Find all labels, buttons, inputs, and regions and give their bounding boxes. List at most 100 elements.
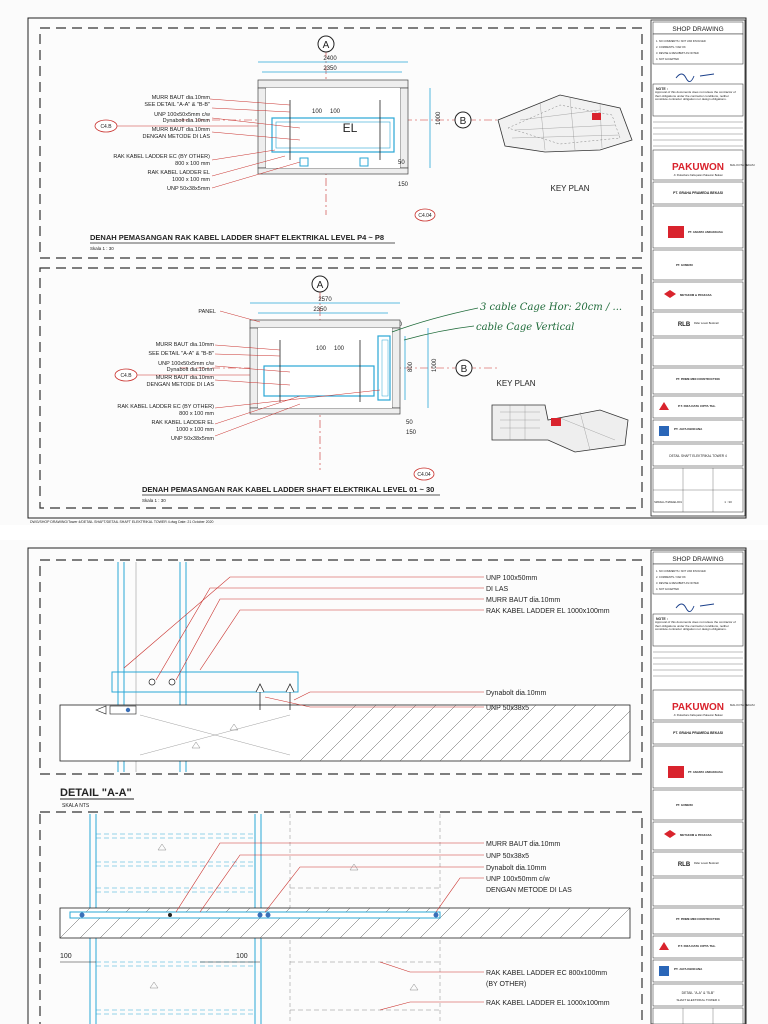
detail-b-frame (39, 811, 643, 1024)
title-block-2: SHOP DRAWING 1. NO COMMENTS / NOT VAR IN… (650, 549, 755, 1024)
qs-sub-2: Rider Levett Bucknall (694, 861, 719, 865)
contractor-2-s2: P.T. RIZA DATA CIPTA Tbk. (678, 944, 716, 948)
upper-plan-title: DENAH PEMASANGAN RAK KABEL LADDER SHAFT … (90, 233, 384, 242)
project-company: Jl. Pekanbaru Kabupaten Pakuwon Bekasi (673, 173, 722, 177)
lower-plan-callouts: MURR BAUT dia.10mm SEE DETAIL "A-A" & "B… (117, 342, 214, 442)
review-3-s2: 3. REVISE & RESUBMIT AS NOTED (656, 581, 699, 585)
callout-l4: MURR BAUT dia.10mm (156, 375, 215, 381)
review-4-s2: 4. NOT ACCEPTED (656, 587, 679, 591)
architect-logo-2 (668, 766, 684, 778)
approval-signature (675, 73, 715, 82)
dim-50: 50 (398, 160, 405, 166)
qs-logo: RLB (678, 322, 691, 328)
drawing-sheet-1: A B 2400 2350 EL 100 100 1000 50 150 (27, 17, 755, 524)
dim-100-a: 100 (312, 109, 323, 115)
callout-b6: (BY OTHER) (486, 981, 526, 988)
callout-a5: UNP 50x38x5 (486, 705, 529, 712)
title-block-1: SHOP DRAWING 1. NO COMMENTS / NOT VAR IN… (650, 19, 755, 517)
subcon-1: PT. JAYA KENCANA (674, 427, 703, 431)
review-3: 3. REVISE & RESUBMIT AS NOTED (656, 51, 699, 55)
sheet-1-canvas: A B 2400 2350 EL 100 100 1000 50 150 (27, 17, 755, 524)
note-title: NOTE : (656, 87, 668, 91)
footer-file-path: DWG/SHOP DRAWING/Tower 4/DETAIL SHAFT/DE… (30, 520, 214, 524)
dim-1000-lower: 1000 (432, 358, 438, 372)
grid-b-bubble-lower (455, 359, 473, 377)
callout-u2: UNP 100x50x5mm c/w (154, 112, 210, 118)
callout-u8: RAK KABEL LADDER EL (148, 170, 210, 176)
handwritten-note-1: 3 cable Cage Hor: 20cm / ... (480, 302, 622, 313)
callout-l1: SEE DETAIL "A-A" & "B-B" (148, 351, 214, 357)
riza-logo (659, 402, 669, 410)
key-plan-highlight-upper (592, 113, 601, 120)
callout-u9: 1000 x 100 mm (172, 177, 210, 183)
callout-b4: DENGAN METODE DI LAS (486, 887, 572, 894)
lower-plan-drawing: A B 2570 2350 250 100 100 800 1000 50 15… (114, 275, 500, 481)
callout-l7: 800 x 100 mm (179, 411, 214, 417)
callout-u0: MURR BAUT dia.10mm (152, 95, 211, 101)
callout-l6: RAK KABEL LADDER EC (BY OTHER) (117, 404, 214, 410)
detail-a-callouts: UNP 100x50mm DI LAS MURR BAUT dia.10mm R… (486, 575, 610, 712)
upper-plan-drawing: A B 2400 2350 EL 100 100 1000 50 150 (94, 35, 500, 222)
callout-a0: UNP 100x50mm (486, 575, 537, 582)
drawing-scale-1: 1 : 30 (724, 500, 732, 504)
dim-100-b-lower: 100 (334, 346, 345, 352)
subcon-1-s2: PT. JAYA KENCANA (674, 967, 703, 971)
callout-b5: RAK KABEL LADDER EC 800x100mm (486, 970, 607, 977)
qs-logo-2: RLB (678, 862, 691, 868)
developer-name: PT. GRAHA PRAMEDA BEKASI (673, 191, 723, 195)
dim-100-b: 100 (330, 109, 341, 115)
key-plan-highlight-lower (551, 418, 561, 426)
shop-drawing-header-2: SHOP DRAWING (672, 556, 723, 563)
note-text: Approval of this documents does not reli… (655, 91, 736, 102)
handwritten-notes: 3 cable Cage Hor: 20cm / ... cable Cage … (391, 302, 622, 341)
sheet-2-border (27, 547, 747, 1024)
callout-b3: UNP 100x50mm c/w (486, 876, 551, 883)
callout-l8: RAK KABEL LADDER EL (152, 420, 214, 426)
lower-plan-title: DENAH PEMASANGAN RAK KABEL LADDER SHAFT … (142, 485, 434, 494)
callout-b0: MURR BAUT dia.10mm (486, 841, 560, 848)
callout-l5: DENGAN METODE DI LAS (147, 382, 215, 388)
ladder-el-upper (271, 117, 395, 153)
callout-a2: MURR BAUT dia.10mm (486, 597, 560, 604)
ladder-ec-vertical (377, 335, 391, 401)
drawing-title-2-sub: SHAFT ELEKTRIKAL TOWER 4 (676, 998, 719, 1002)
contractor-1-s2: PT. PRIME MINI CONSTRUCTION (676, 917, 720, 921)
project-company-2: Jl. Pekanbaru Kabupaten Pakuwon Bekasi (673, 713, 722, 717)
pakuwon-logo-sub-2: MAL KOTA BEKASI (730, 703, 755, 707)
dim-100-a-lower: 100 (316, 346, 327, 352)
upper-key-plan: KEY PLAN (497, 94, 633, 193)
callout-l10: UNP 50x38x5mm (171, 436, 214, 442)
review-2: 2. COMMENTS / VAR OK (656, 45, 686, 49)
lower-plan-frame (39, 267, 643, 509)
callout-u4: MURR BAUT dia.10mm (152, 127, 211, 133)
dim-2570: 2570 (318, 297, 332, 303)
riza-logo-2 (659, 942, 669, 950)
dim-150: 150 (398, 182, 409, 188)
handwritten-note-2: cable Cage Vertical (476, 322, 574, 333)
tag-c404-upper: C4.04 (418, 213, 432, 219)
note-text-2: Approval of this documents does not reli… (655, 621, 736, 632)
consultant-architect: PT. ANANTA ANDAKKASA (688, 230, 723, 234)
ladder-profile-a (111, 671, 299, 693)
ladder-el-lower (263, 365, 375, 397)
dim-1000: 1000 (436, 111, 442, 125)
shop-drawing-header: SHOP DRAWING (672, 26, 723, 33)
tag-c4b-lower: C4.B (120, 373, 132, 379)
grid-a-bubble-lower (311, 275, 329, 293)
grid-b-bubble (454, 111, 472, 129)
review-4: 4. NOT ACCEPTED (656, 57, 679, 61)
review-2-s2: 2. COMMENTS / VAR OK (656, 575, 686, 579)
consultant-structure-2: PT. GUMEWI (676, 803, 693, 807)
upper-plan-callouts: MURR BAUT dia.10mm SEE DETAIL "A-A" & "B… (113, 95, 210, 192)
dim-100-mid: 100 (236, 953, 248, 960)
drawing-number-1: SMF/ELL/T4/DE/EL/001 (654, 500, 682, 504)
dim-100-left: 100 (60, 953, 72, 960)
mep-logo (664, 290, 676, 298)
approval-signature-2 (675, 603, 715, 612)
detail-a-drawing (59, 562, 631, 772)
drawing-title-2: DETAIL "A-A" & "B-B" (682, 991, 715, 995)
dim-50-lower: 50 (406, 420, 413, 426)
callout-b7: RAK KABEL LADDER EL 1000x100mm (486, 1000, 610, 1007)
callout-l0: MURR BAUT dia.10mm (156, 342, 215, 348)
room-label-el: EL (343, 121, 358, 135)
